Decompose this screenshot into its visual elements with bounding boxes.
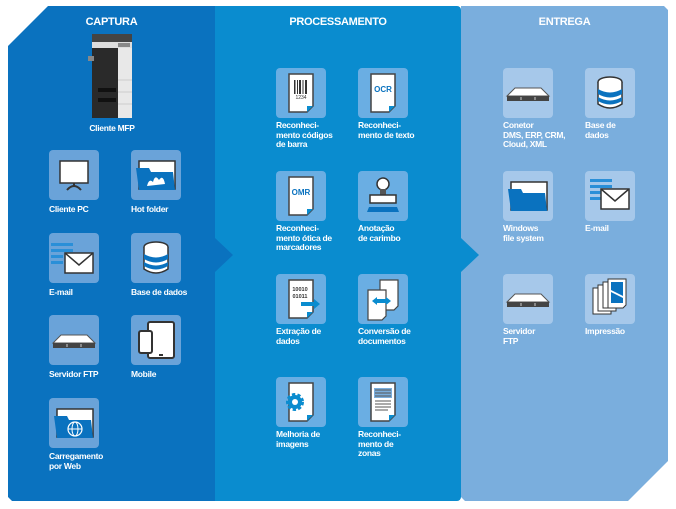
binary-glyph-2: 01011 — [293, 294, 308, 300]
delivery-item-email[interactable] — [585, 171, 635, 221]
processing-item-zone-recognition[interactable] — [358, 377, 408, 427]
delivery-item-label: Conetor DMS, ERP, CRM, Cloud, XML — [503, 120, 566, 149]
capture-item-web-upload[interactable] — [49, 398, 99, 448]
processing-item-label: Extração de dados — [276, 326, 321, 346]
processing-item-document-conversion[interactable] — [358, 274, 408, 324]
database-icon — [143, 241, 169, 274]
document-conversion-icon — [367, 279, 399, 321]
binary-glyph-1: 10010 — [292, 287, 307, 293]
delivery-item-label: Windows file system — [503, 223, 544, 243]
hot-folder-icon — [136, 160, 176, 190]
processing-item-label: Anotação de carimbo — [358, 223, 401, 243]
processing-item-label: Reconheci- mento de texto — [358, 120, 415, 140]
capture-item-hot-folder[interactable] — [131, 150, 181, 200]
email-icon — [590, 179, 630, 210]
processing-item-label: Reconheci- mento ótica de marcadores — [276, 223, 332, 252]
delivery-panel — [461, 6, 668, 501]
database-icon — [597, 76, 623, 109]
capture-item-email[interactable] — [49, 233, 99, 283]
processing-item-label: Melhoria de imagens — [276, 429, 320, 449]
flow-arrow-capture-to-processing — [215, 238, 233, 272]
server-icon — [51, 334, 97, 348]
folder-icon — [508, 181, 548, 211]
processing-item-label: Conversão de documentos — [358, 326, 411, 346]
capture-item-ftp-server[interactable] — [49, 315, 99, 365]
connector-server-icon — [505, 87, 551, 101]
processing-item-image-enhancement[interactable] — [276, 377, 326, 427]
delivery-item-connector[interactable] — [503, 68, 553, 118]
capture-item-pc-client[interactable] — [49, 150, 99, 200]
delivery-item-print[interactable] — [585, 274, 635, 324]
processing-item-stamp[interactable] — [358, 171, 408, 221]
processing-item-ocr[interactable]: OCR — [358, 68, 408, 118]
omr-icon: OMR — [288, 176, 314, 216]
capture-item-label: Cliente PC — [49, 204, 89, 214]
ocr-icon: OCR — [370, 73, 396, 113]
email-icon — [51, 243, 94, 274]
delivery-item-windows-fs[interactable] — [503, 171, 553, 221]
web-folder-icon — [54, 408, 94, 438]
capture-item-label: Mobile — [131, 369, 157, 379]
monitor-icon — [59, 160, 89, 191]
processing-title: PROCESSAMENTO — [289, 16, 387, 28]
zone-recognition-icon — [370, 382, 396, 422]
delivery-item-label: E-mail — [585, 223, 609, 233]
processing-panel — [215, 6, 461, 501]
image-enhancement-icon — [286, 382, 314, 422]
delivery-item-label: Base de dados — [585, 120, 616, 140]
server-icon — [505, 293, 551, 307]
barcode-glyph: 1234 — [295, 95, 306, 101]
capture-item-label: Carregamento por Web — [49, 451, 104, 471]
barcode-icon: 1234 — [288, 73, 314, 113]
processing-item-data-extraction[interactable]: 10010 01011 — [276, 274, 326, 324]
ocr-glyph: OCR — [374, 85, 392, 94]
delivery-item-ftp-server[interactable] — [503, 274, 553, 324]
data-extraction-icon: 10010 01011 — [288, 279, 320, 319]
processing-item-barcode[interactable]: 1234 — [276, 68, 326, 118]
capture-item-label: Hot folder — [131, 204, 169, 214]
processing-item-label: Reconheci- mento de zonas — [358, 429, 401, 458]
delivery-item-label: Servidor FTP — [503, 326, 536, 346]
delivery-item-database[interactable] — [585, 68, 635, 118]
mfp-printer-icon — [88, 30, 136, 120]
omr-glyph: OMR — [292, 188, 311, 197]
delivery-item-label: Impressão — [585, 326, 625, 336]
processing-item-label: Reconheci- mento códigos de barra — [276, 120, 333, 149]
capture-title: CAPTURA — [85, 16, 138, 28]
capture-item-label: Servidor FTP — [49, 369, 99, 379]
capture-item-label: Base de dados — [131, 287, 188, 297]
processing-item-omr[interactable]: OMR — [276, 171, 326, 221]
flow-arrow-processing-to-delivery — [461, 238, 479, 272]
delivery-title: ENTREGA — [538, 16, 591, 28]
capture-item-label: E-mail — [49, 287, 73, 297]
mobile-icon — [138, 321, 175, 359]
mfp-label: Cliente MFP — [89, 123, 135, 133]
capture-item-database[interactable] — [131, 233, 181, 283]
print-icon — [592, 278, 627, 315]
stamp-icon — [367, 177, 399, 212]
capture-item-mobile[interactable] — [131, 315, 181, 365]
